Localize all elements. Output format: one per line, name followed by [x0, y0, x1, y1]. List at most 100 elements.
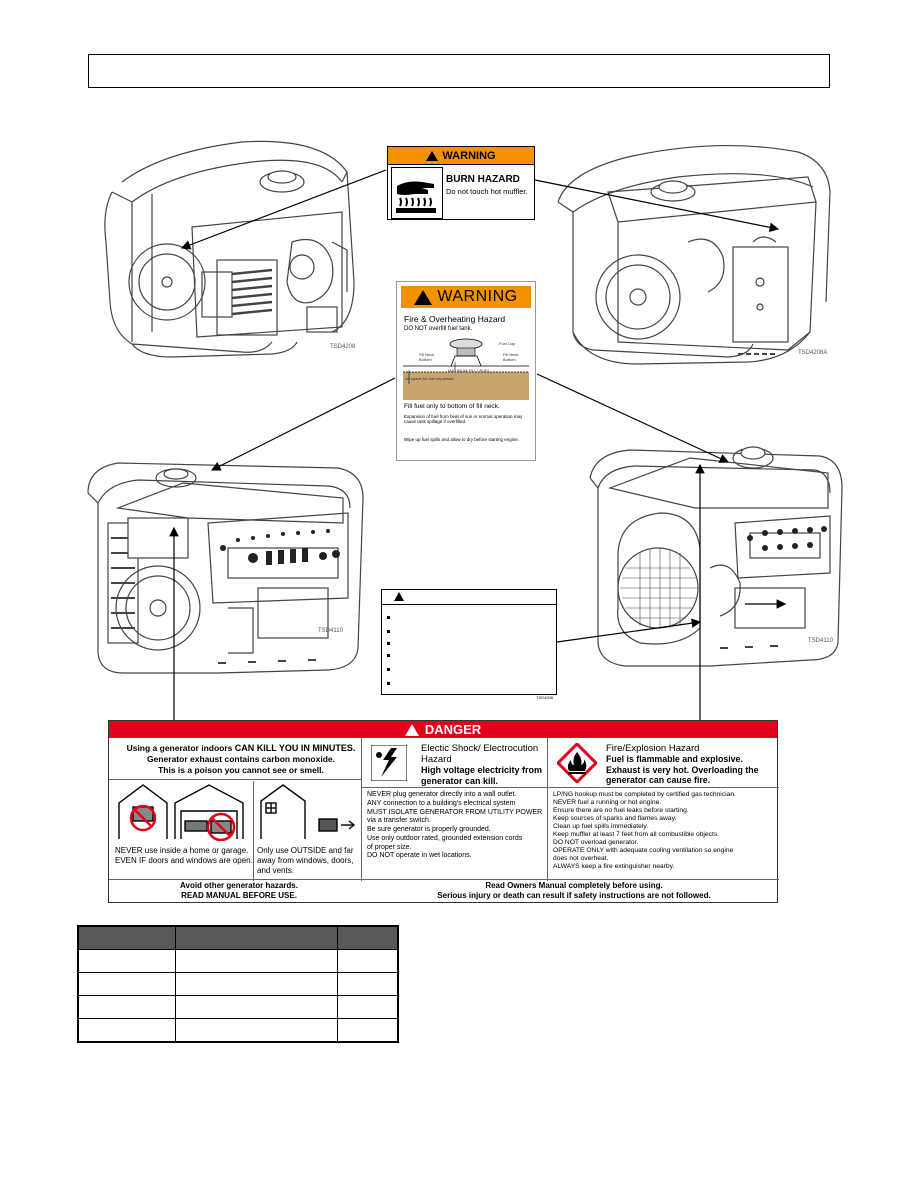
divider [109, 879, 779, 880]
burn-hazard-title: BURN HAZARD [446, 174, 520, 185]
divider [109, 779, 361, 780]
divider [253, 781, 254, 881]
table-cell [77, 1018, 176, 1043]
fire-subtitle: Fuel is flammable and explosive. Exhaust… [606, 754, 759, 786]
shock-line: Be sure generator is properly grounded. [367, 826, 491, 833]
fuel-warning-label: WARNING Fire & Overheating Hazard DO NOT… [396, 281, 536, 461]
blank-warning-label: TSD4208 [381, 589, 557, 700]
generator-view-mid-right: TSD4110 [580, 438, 850, 670]
table-cell [175, 1018, 338, 1043]
shock-subtitle: High voltage electricity from generator … [421, 765, 543, 786]
fire-title: Fire/Explosion Hazard [606, 743, 700, 754]
bullet-dot [387, 682, 390, 685]
fire-line: Keep sources of sparks and flames away. [553, 815, 677, 823]
danger-header: DANGER [109, 721, 777, 738]
indoor-line3: This is a poison you cannot see or smell… [158, 764, 324, 775]
warning-header-text: WARNING [437, 288, 518, 305]
electrocution-icon [370, 744, 408, 786]
table-row [77, 972, 399, 996]
generator-code: TSD4110 [318, 628, 343, 634]
shock-body: NEVER plug generator directly into a wal… [367, 791, 549, 861]
bullet-dot [387, 642, 390, 645]
table-cell [77, 995, 176, 1019]
shock-title: Electic Shock/ Electrocution Hazard [421, 743, 539, 766]
burn-hazard-text: Do not touch hot muffler. [446, 187, 528, 196]
divider [361, 738, 362, 881]
blank-label-code: TSD4208 [536, 695, 553, 700]
divider [547, 738, 548, 881]
shock-line: ANY connection to a building's electrica… [367, 799, 516, 807]
danger-header-text: DANGER [424, 722, 482, 737]
fire-line: Keep muffler at least 7 feet from all co… [553, 831, 720, 839]
spec-table [77, 925, 399, 1043]
danger-triangle-icon [404, 723, 419, 736]
fuel-expansion-text: Expansion of fuel from heat of sun or no… [404, 414, 523, 425]
indoor-line2: Generator exhaust contains carbon monoxi… [147, 754, 335, 765]
table-header-cell [175, 925, 338, 950]
fire-line: does not overheat. [553, 855, 609, 863]
fire-line: Clean up fuel spills immediately. [553, 823, 649, 831]
warning-header: WARNING [401, 286, 531, 308]
indoor-warning: Using a generator indoors CAN KILL YOU I… [121, 743, 361, 776]
outdoor-house-icon [257, 781, 357, 846]
warning-header-text: WARNING [442, 149, 496, 162]
hot-surface-hand-icon [391, 167, 443, 219]
fill-neck-left-label: Fill Neck Bottom [419, 352, 435, 362]
warning-triangle-icon [426, 150, 439, 161]
table-cell [337, 972, 399, 996]
table-cell [337, 995, 399, 1019]
bullet-dot [387, 668, 390, 671]
fuel-instruction: Fill fuel only to bottom of fill neck. [404, 403, 500, 410]
no-indoor-house-icon [115, 781, 249, 846]
fire-line: OPERATE ONLY with adequate cooling venti… [553, 847, 734, 855]
header-box [88, 54, 830, 88]
table-cell [175, 949, 338, 973]
table-cell [175, 972, 338, 996]
table-cell [77, 972, 176, 996]
shock-line: NEVER plug generator directly into a wal… [367, 791, 517, 798]
bullet-dot [387, 630, 390, 633]
fire-line: Ensure there are no fuel leaks before st… [553, 807, 689, 815]
shock-line: Use only outdoor rated, grounded extensi… [367, 834, 523, 842]
indoor-line1-prefix: Using a generator indoors [126, 743, 235, 753]
table-row [77, 995, 399, 1019]
never-inside-caption: NEVER use inside a home or garage. EVEN … [115, 846, 253, 865]
fire-line: NEVER fuel a running or hot engine. [553, 799, 662, 807]
indoor-line1-bold: CAN KILL YOU IN MINUTES. [234, 743, 356, 753]
fire-body: LP/NG hookup must be completed by certif… [553, 791, 777, 871]
table-row [77, 1018, 399, 1043]
warning-triangle-icon [394, 592, 404, 601]
shock-line: DO NOT operate in wet locations. [367, 852, 472, 860]
generator-view-top-right: TSD4208A [548, 132, 838, 372]
fill-neck-right-label: Fill Neck Bottom [503, 352, 519, 362]
footer-left-line1: Avoid other generator hazards. [180, 881, 298, 890]
shock-line: MUST ISOLATE GENERATOR FROM UTILITY POWE… [367, 808, 543, 816]
generator-view-top-left: TSD4208 [92, 132, 362, 362]
blank-label-header [382, 590, 556, 605]
burn-hazard-label: WARNING BURN HAZARD Do not touch hot muf… [387, 146, 535, 220]
footer-right: Read Owners Manual completely before usi… [379, 881, 769, 901]
table-cell [175, 995, 338, 1019]
shock-line: via a transfer switch. [367, 817, 431, 825]
table-header-cell [337, 925, 399, 950]
fuel-hazard-subtitle: DO NOT overfill fuel tank. [404, 326, 473, 332]
generator-code: TSD4208 [330, 344, 356, 350]
warning-header: WARNING [388, 147, 534, 165]
only-outside-caption: Only use OUTSIDE and far away from windo… [257, 846, 354, 875]
fire-line: ALWAYS keep a fire extinguisher nearby. [553, 863, 675, 871]
warning-triangle-icon [414, 289, 433, 305]
fire-line: LP/NG hookup must be completed by certif… [553, 791, 736, 798]
table-header-cell [77, 925, 176, 950]
table-row [77, 949, 399, 973]
fire-diamond-icon [555, 741, 599, 788]
table-cell [77, 949, 176, 973]
fuel-hazard-title: Fire & Overheating Hazard [404, 314, 506, 324]
footer-left-line2: READ MANUAL BEFORE USE. [181, 891, 297, 900]
fuel-tank-diagram: Fuel Cap Fill Neck Bottom Fill Neck Bott… [403, 336, 529, 400]
max-fill-label: MAXIMUM FILL LEVEL [448, 368, 490, 373]
danger-label: DANGER Using a generator indoors CAN KIL… [108, 720, 779, 903]
table-header-row [77, 925, 399, 950]
generator-code: TSD4208A [798, 350, 828, 356]
generator-view-mid-left: TSD4110 [78, 448, 378, 680]
